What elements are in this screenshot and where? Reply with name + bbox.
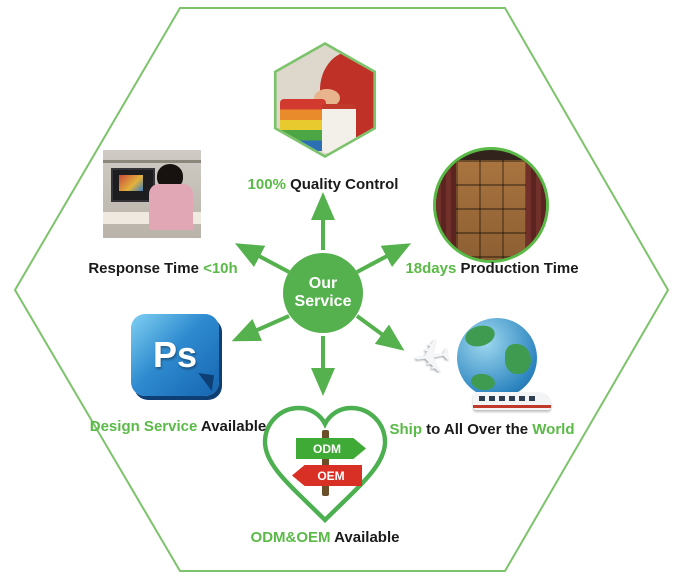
center-our-service-badge: Our Service [283, 253, 363, 333]
label-response-time: Response Time <10h [88, 260, 237, 277]
train-windows [479, 396, 535, 401]
response-green-part: <10h [203, 260, 238, 277]
quality-black-part: Quality Control [290, 176, 399, 193]
odmoem-black-part: Available [334, 529, 400, 546]
quality-green-part: 100% [247, 176, 291, 193]
production-time-photo [433, 147, 549, 263]
production-black-part: Production Time [460, 260, 579, 277]
shelf-line [103, 160, 201, 163]
odm-sign-label: ODM [313, 441, 341, 456]
ship-green-part-2: World [532, 421, 575, 438]
odm-oem-graphic: ODM OEM [260, 404, 390, 524]
continent-shape [469, 372, 497, 392]
worker-pink-top [149, 184, 193, 230]
train-stripe [473, 405, 551, 408]
arrow-upper-right [356, 243, 412, 274]
container-door-right [526, 150, 546, 260]
computer-monitor [111, 168, 155, 202]
design-green-part: Design Service [89, 418, 201, 435]
production-green-part: 18days [405, 260, 461, 277]
globe-icon [457, 318, 537, 398]
label-quality-control: 100% Quality Control [248, 176, 399, 193]
service-arrows [231, 192, 412, 396]
pen-nib-icon [195, 372, 215, 392]
continent-shape [505, 344, 531, 374]
arrow-lower-left [231, 314, 290, 342]
label-ship-world: Ship to All Over the World [389, 421, 574, 438]
label-design-service: Design Service Available [90, 418, 266, 435]
monitor-screen [119, 175, 143, 191]
oem-sign: OEM [292, 465, 362, 486]
signpost [322, 430, 329, 496]
label-odm-oem: ODM&OEM Available [251, 529, 400, 546]
center-label-line1: Our [308, 274, 338, 292]
center-label-line2: Service [294, 293, 352, 310]
ship-world-graphic: ✈ [409, 318, 551, 414]
outer-hexagon-outline [13, 7, 670, 572]
response-time-photo [103, 150, 201, 238]
design-black-part: Available [200, 418, 267, 435]
label-production-time: 18days Production Time [405, 260, 578, 277]
arrow-upper-left [234, 243, 290, 274]
arrow-lower-right [355, 314, 405, 351]
oem-sign-label: OEM [317, 468, 345, 483]
train-icon [473, 392, 551, 410]
container-door-left [436, 150, 456, 260]
airplane-icon: ✈ [409, 328, 455, 386]
ship-black-part: to All Over the [426, 421, 533, 438]
ship-green-part-1: Ship [389, 421, 427, 438]
heart-outline-icon [262, 405, 388, 524]
odm-sign: ODM [296, 438, 366, 459]
odmoem-green-part: ODM&OEM [250, 529, 335, 546]
continent-shape [462, 322, 498, 350]
photoshop-icon-text: Ps [152, 334, 198, 375]
photoshop-icon: Ps [131, 314, 219, 396]
response-black-part: Response Time [88, 260, 204, 277]
cardboard-boxes [456, 160, 526, 260]
